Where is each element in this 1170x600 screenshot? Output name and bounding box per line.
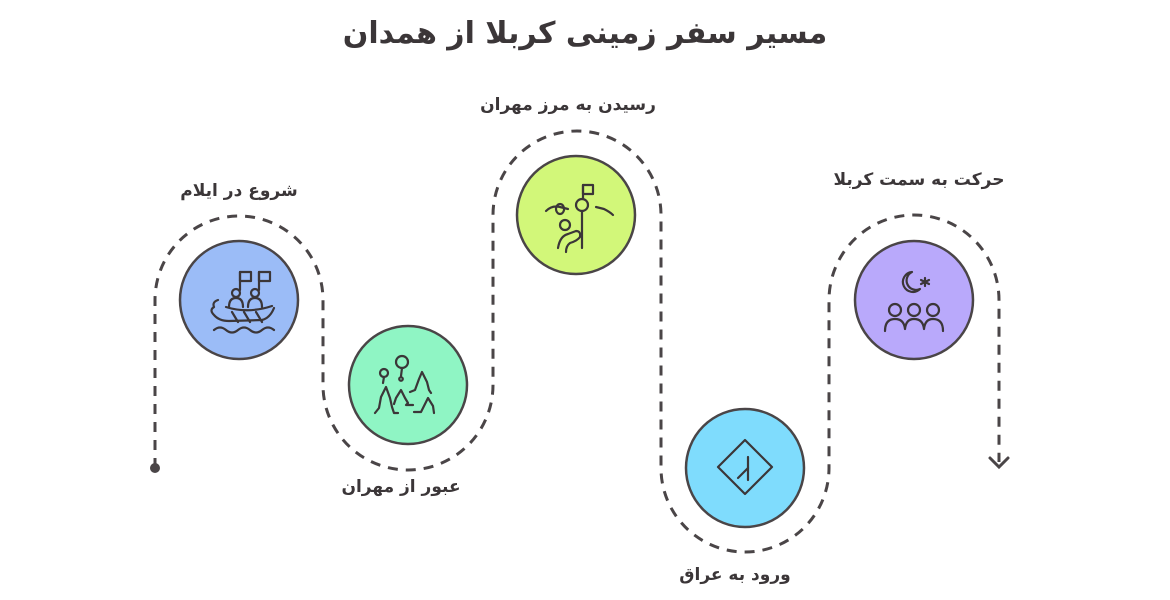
- dashed-route-path: [153, 129, 1001, 554]
- trees-and-balloons-icon: [373, 354, 436, 415]
- step-5-node: [853, 239, 975, 361]
- step-3-label: رسیدن به مرز مهران: [480, 95, 656, 115]
- step-1-node: [178, 239, 300, 361]
- border-marker-icon: [544, 183, 615, 254]
- route-start-dot: [150, 463, 160, 473]
- step-1-label: شروع در ایلام: [180, 181, 298, 201]
- step-4-node: [684, 407, 806, 529]
- pilgrims-crescent-icon: [883, 270, 945, 333]
- boat-with-flags-icon: [210, 270, 276, 334]
- diagram-title: مسیر سفر زمینی کربلا از همدان: [342, 16, 828, 51]
- route-end-arrow-icon: [988, 456, 1010, 470]
- step-3-node: [515, 154, 637, 276]
- step-2-node: [347, 324, 469, 446]
- step-4-label: ورود به عراق: [679, 565, 791, 585]
- step-2-label: عبور از مهران: [341, 477, 461, 497]
- road-sign-icon: [716, 438, 774, 496]
- step-5-label: حرکت به سمت کربلا: [833, 170, 1005, 190]
